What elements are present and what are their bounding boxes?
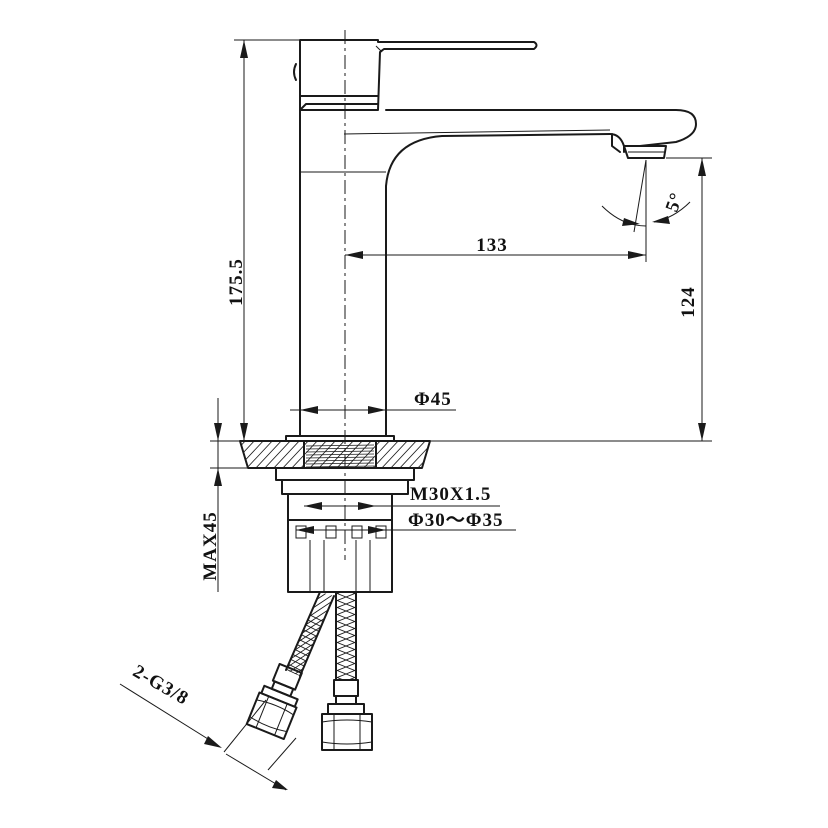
hose-fitting-left: [245, 662, 303, 741]
dimension-lines: [119, 39, 712, 791]
label-spout-angle: 5°: [662, 190, 688, 215]
spout: [385, 109, 697, 147]
fixing-nut: [287, 519, 393, 593]
label-spout-height: 124: [678, 286, 699, 318]
label-hose-connection: 2-G3/8: [129, 661, 192, 710]
label-hole-range: Φ30～Φ35: [408, 510, 504, 531]
label-base-diameter: Φ45: [414, 389, 452, 410]
aerator: [623, 145, 667, 159]
supply-hoses: [245, 591, 373, 751]
dimension-labels: 175.5 133 124 5° Φ45 M30X1.5 Φ30～Φ35 MAX…: [129, 190, 699, 710]
faucet-body: [293, 39, 697, 437]
label-spout-reach: 133: [476, 235, 508, 256]
faucet-column: [299, 109, 625, 437]
lever-handle: [299, 39, 538, 111]
label-thread: M30X1.5: [410, 484, 491, 505]
hose-fitting-right: [321, 679, 373, 751]
label-height-total: 175.5: [226, 258, 247, 306]
label-max-thickness: MAX45: [200, 511, 221, 580]
